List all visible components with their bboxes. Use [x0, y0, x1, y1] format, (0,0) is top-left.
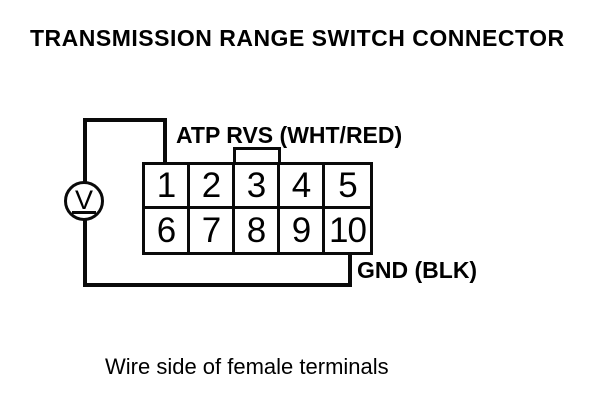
wire-bottom-horizontal: [83, 283, 352, 287]
label-atp-rvs-wire: ATP RVS (WHT/RED): [174, 122, 405, 148]
pin-3-probe-tab: [233, 147, 281, 166]
pin-cell-6: 6: [145, 208, 190, 252]
pin-cell-2: 2: [190, 165, 235, 209]
wire-left-lower-vertical: [83, 218, 87, 287]
pin-cell-5: 5: [325, 165, 370, 209]
wire-to-pin-1: [163, 118, 167, 165]
connector-body: 1 2 3 4 5 6 7 8 9 10: [142, 162, 373, 255]
pin-cell-4: 4: [280, 165, 325, 209]
voltmeter-icon: V: [64, 181, 104, 221]
pin-cell-9: 9: [280, 208, 325, 252]
label-gnd-wire: GND (BLK): [357, 257, 478, 283]
pin-cell-3: 3: [235, 165, 280, 209]
wire-left-upper-vertical: [83, 119, 87, 184]
pin-cell-1: 1: [145, 165, 190, 209]
voltmeter-v-symbol: V: [74, 184, 93, 215]
voltmeter-underline: [72, 211, 96, 215]
pin-cell-7: 7: [190, 208, 235, 252]
pin-cell-10: 10: [329, 210, 367, 250]
wire-to-pin-10: [348, 252, 352, 287]
pin-cell-8: 8: [235, 208, 280, 252]
diagram-caption: Wire side of female terminals: [105, 354, 389, 379]
wire-top-horizontal: [83, 118, 167, 122]
page-title: TRANSMISSION RANGE SWITCH CONNECTOR: [30, 25, 565, 51]
